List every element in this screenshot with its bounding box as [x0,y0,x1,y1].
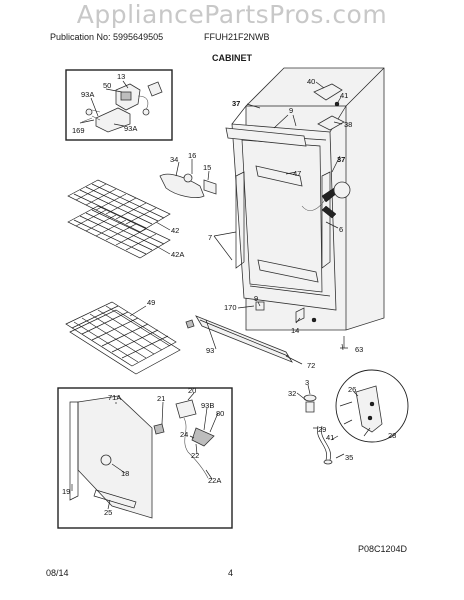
callout: 72 [307,361,315,370]
callout: 15 [203,163,211,172]
figure-id: P08C1204D [358,544,408,554]
model-number: FFUH21F2NWB [204,32,270,42]
callout: 40 [307,77,315,86]
callout: 25 [104,508,112,517]
callout: 22 [191,451,199,460]
door-trim-parts [225,127,319,283]
callout: 14 [291,326,299,335]
callout: 34 [170,155,178,164]
callout: 41 [326,433,334,442]
cabinet-body [231,67,385,331]
callout: 50 [103,81,111,90]
callout: 49 [147,298,155,307]
callout: 7 [208,233,212,242]
page-number: 4 [228,568,234,578]
callout: 37 [337,155,345,164]
callout: 170 [224,303,237,312]
hinge-detail [335,369,409,443]
callout: 28 [388,431,396,440]
callout: 21 [157,394,165,403]
handle-parts [159,173,217,198]
callout: 63 [355,345,363,354]
callout: 42A [171,250,184,259]
wire-basket [65,301,181,375]
callout: 22A [208,476,221,485]
callout: 16 [188,151,196,160]
callout: 42 [171,226,179,235]
callout: 20 [188,386,196,395]
callout: 32 [288,389,296,398]
callout: 71A [108,393,121,402]
publication-number: Publication No: 5995649505 [50,32,164,42]
inset-bottom [57,387,233,529]
right-side-parts [301,181,351,219]
callout: 169 [72,126,85,135]
callout: 37 [232,99,240,108]
drain-parts [303,394,333,465]
inset-top [65,69,173,141]
callout: 29 [318,425,326,434]
callout: 38 [344,120,352,129]
top-hinge-parts [313,83,345,131]
section-title: CABINET [212,53,252,63]
leader-lines [71,80,371,510]
callout: 3 [305,378,309,387]
callout: 26 [348,385,356,394]
callout: 93 [206,346,214,355]
wire-shelves [67,179,171,259]
callout: 35 [345,453,353,462]
callout: 80 [216,409,224,418]
bottom-grille [185,315,293,363]
callout: 93A [124,124,137,133]
footer-date: 08/14 [46,568,69,578]
watermark: AppliancePartsPros.com [76,0,388,29]
callout: 18 [121,469,129,478]
callout: 47 [293,169,301,178]
callout: 6 [339,225,343,234]
callout: 9 [289,106,293,115]
callout: 19 [62,487,70,496]
callout: 93A [81,90,94,99]
callout: 13 [117,72,125,81]
callout: 9 [254,294,258,303]
callout: 41 [340,91,348,100]
callout-labels: 13 50 93A 169 93A 40 41 38 37 9 37 16 34… [62,72,396,517]
callout: 24 [180,430,188,439]
callout: 93B [201,401,214,410]
